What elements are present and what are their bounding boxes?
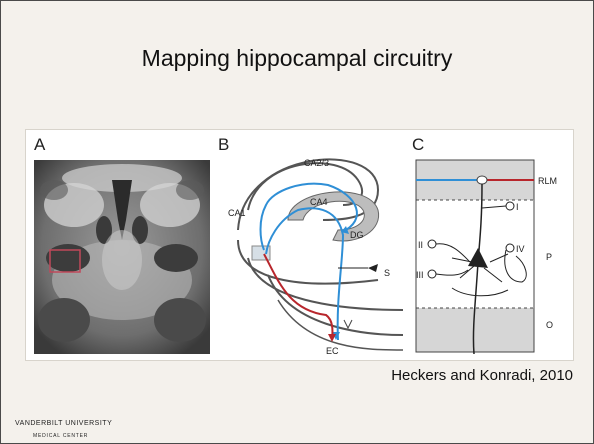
label-s: S xyxy=(384,268,390,278)
label-ca1: CA1 xyxy=(228,208,246,218)
logo-line1: VANDERBILT UNIVERSITY xyxy=(15,420,112,427)
figure: A B C xyxy=(25,129,574,361)
label-dg: DG xyxy=(350,230,364,240)
panel-b-circuit-diagram: CA2/3 CA4 CA1 DG S EC xyxy=(218,150,408,358)
slide-title: Mapping hippocampal circuitry xyxy=(1,45,593,72)
label-ec: EC xyxy=(326,346,339,356)
panel-a-letter: A xyxy=(34,135,45,155)
label-ca4: CA4 xyxy=(310,197,328,207)
label-ii: II xyxy=(418,240,423,250)
panel-a-mri-image xyxy=(34,160,210,354)
citation: Heckers and Konradi, 2010 xyxy=(391,367,573,384)
label-i: I xyxy=(516,202,519,212)
panel-c-layer-diagram: RLM I II IV III P O xyxy=(412,158,570,354)
label-rlm: RLM xyxy=(538,176,557,186)
panel-c-letter: C xyxy=(412,135,424,155)
vanderbilt-logo: VANDERBILT UNIVERSITY MEDICAL CENTER xyxy=(13,413,193,443)
logo-line2: MEDICAL CENTER xyxy=(33,433,88,439)
label-iv: IV xyxy=(516,244,525,254)
label-p: P xyxy=(546,252,552,262)
label-o: O xyxy=(546,320,553,330)
label-iii: III xyxy=(416,270,424,280)
label-ca23: CA2/3 xyxy=(304,158,329,168)
